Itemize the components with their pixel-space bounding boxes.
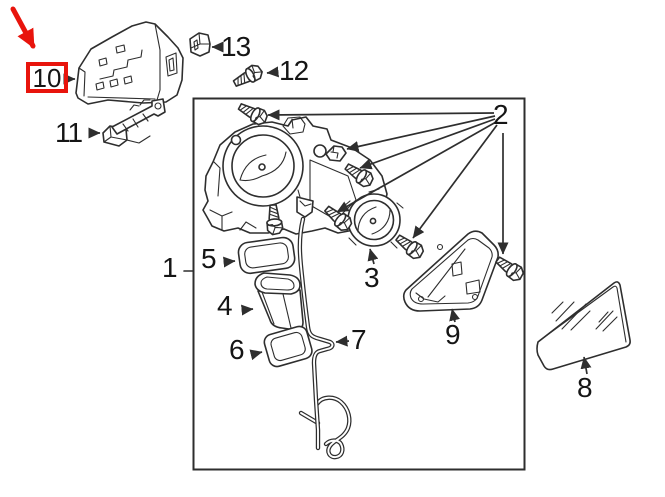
retainer-clip-part (189, 32, 211, 57)
screw-part-12 (230, 61, 266, 91)
upper-gasket-part (237, 236, 296, 275)
callout-9[interactable]: 9 (445, 319, 461, 350)
assembly-group-box (192, 97, 526, 471)
callout-4[interactable]: 4 (217, 290, 233, 321)
callout-leader-arrows (63, 41, 592, 375)
fastener-bolt-right (492, 252, 527, 285)
callout-11[interactable]: 11 (55, 117, 83, 148)
callout-8[interactable]: 8 (577, 372, 593, 403)
callout-1[interactable]: 1 (162, 252, 178, 283)
callout-13[interactable]: 13 (221, 31, 251, 62)
mounting-bracket-part (102, 98, 166, 147)
square-nut-clip (325, 145, 347, 162)
wiring-harness-part (296, 189, 352, 460)
callout-5[interactable]: 5 (201, 243, 217, 274)
callout-12[interactable]: 12 (279, 55, 309, 86)
mirror-cover-cap-part (75, 21, 184, 105)
mirror-glass-part (536, 281, 631, 371)
fastener-bolt-center (392, 230, 427, 263)
callout-3[interactable]: 3 (364, 262, 380, 293)
callout-10-selected[interactable]: 10 (26, 62, 68, 93)
callout-7[interactable]: 7 (351, 324, 367, 355)
mirror-housing-frame-part (402, 230, 499, 312)
grommet-cup-part (254, 272, 304, 331)
callout-6[interactable]: 6 (229, 334, 245, 365)
callout-2[interactable]: 2 (493, 99, 509, 130)
lower-gasket-part (263, 325, 313, 368)
fastener-bolt-top (235, 98, 271, 128)
red-pointer-arrow (10, 6, 36, 49)
